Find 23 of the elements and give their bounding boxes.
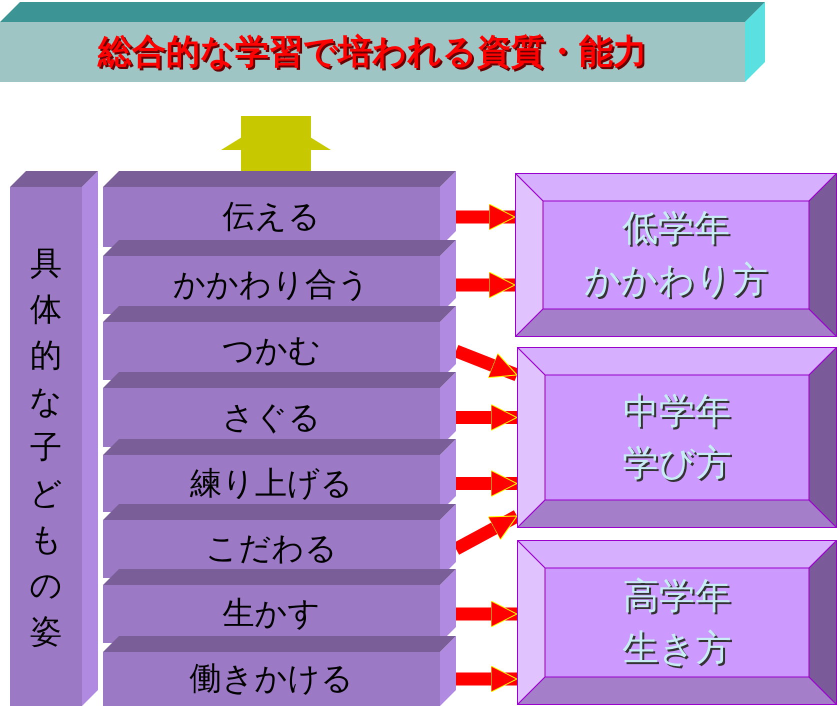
box-label: 生き方 — [622, 626, 732, 670]
bar-label: こだわる — [206, 528, 338, 569]
box-heading: 低学年 — [622, 207, 730, 251]
title-text: 総合的な学習で培われる資質・能力 — [98, 31, 647, 74]
bar-label: かかわり合う — [173, 264, 370, 305]
arrow — [456, 204, 516, 230]
arrow — [456, 666, 518, 692]
arrow — [456, 272, 516, 298]
block-arrow — [220, 116, 331, 171]
box-label: かかわり方 — [584, 259, 768, 303]
bar-label: 生かす — [222, 593, 320, 634]
vertical-label: 具体的な子どもの姿 — [29, 242, 63, 652]
bar-label: 伝える — [222, 196, 320, 237]
bar-label: 練り上げる — [190, 462, 353, 504]
arrow — [456, 404, 518, 431]
bar-label: つかむ — [222, 330, 321, 371]
box-label: 学び方 — [622, 442, 732, 486]
bar-label: 働きかける — [190, 658, 354, 699]
box-heading: 高学年 — [623, 574, 731, 618]
arrow — [456, 470, 518, 497]
bar-label: さぐる — [222, 396, 321, 438]
arrow — [456, 600, 518, 628]
box-heading: 中学年 — [623, 390, 731, 434]
